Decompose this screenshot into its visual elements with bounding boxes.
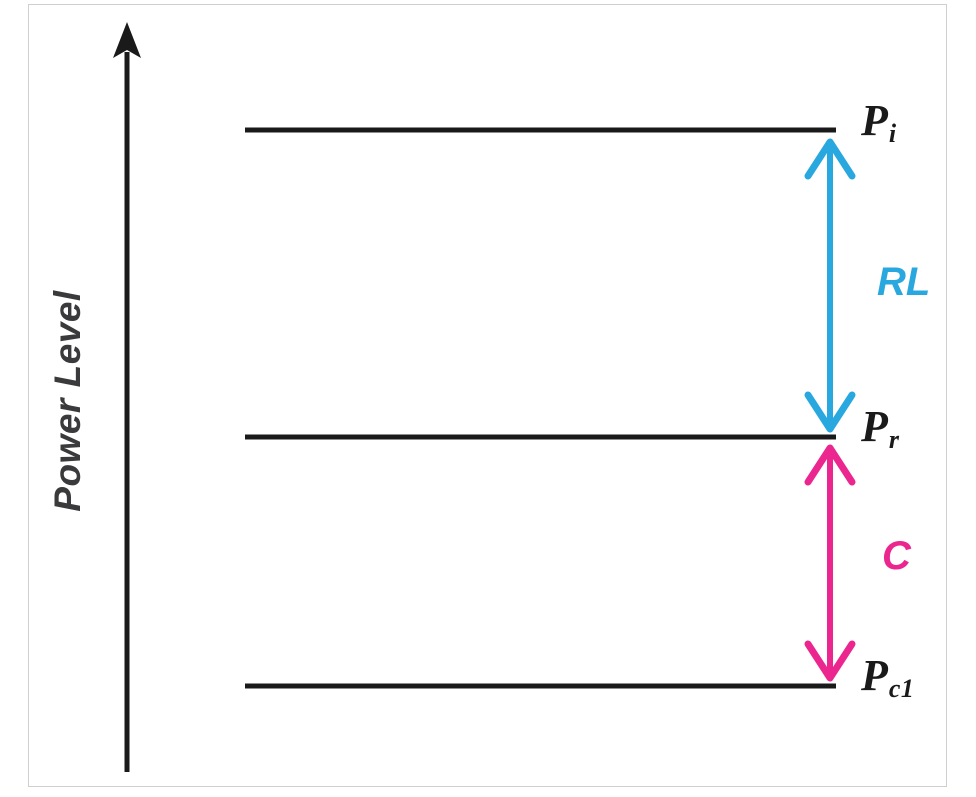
axis-title-power-level: Power Level [47, 290, 88, 512]
span-arrow-rl-head-up-icon [804, 138, 856, 180]
level-label-pi-subscript: i [888, 119, 897, 149]
level-label-pr-subscript: r [888, 425, 900, 455]
level-label-pc1: Pc1 [861, 654, 914, 702]
span-arrow-rl [804, 138, 856, 433]
level-label-pr-base: P [861, 402, 888, 451]
axis-arrowhead-icon [113, 22, 141, 58]
span-arrow-c-head-down-icon [804, 640, 856, 682]
level-label-pr: Pr [861, 405, 900, 453]
figure-frame [28, 4, 947, 787]
power-level-axis [113, 22, 141, 772]
level-label-pi: Pi [861, 99, 897, 147]
span-label-rl: RL [877, 260, 931, 304]
span-arrow-rl-head-down-icon [804, 391, 856, 433]
span-arrow-c [804, 444, 856, 682]
level-label-pc1-base: P [861, 651, 888, 700]
span-arrow-c-head-up-icon [804, 444, 856, 486]
level-label-pi-base: P [861, 96, 888, 145]
span-label-c: C [882, 534, 911, 578]
level-label-pc1-subscript: c1 [888, 674, 915, 704]
